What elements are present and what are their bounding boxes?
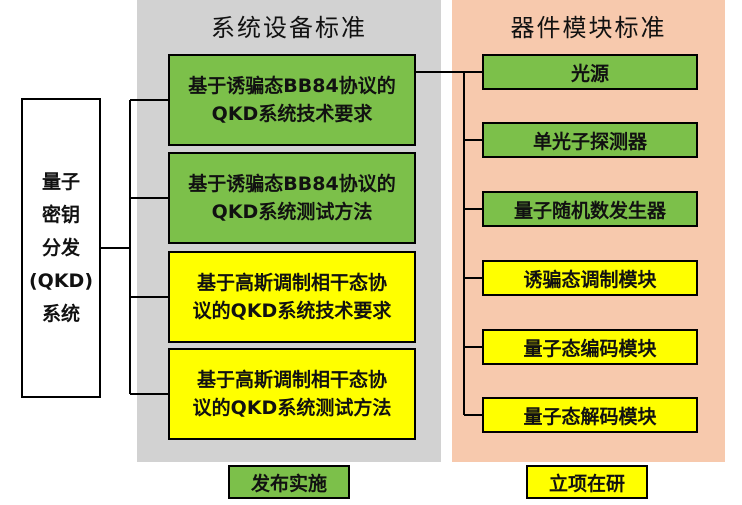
component-box-single-photon-detector: 单光子探测器 [482,122,698,158]
legend-published: 发布实施 [228,465,350,499]
component-panel-title: 器件模块标准 [510,14,667,42]
system-panel-title: 系统设备标准 [211,14,367,42]
component-box-state-encoding: 量子态编码模块 [482,329,698,365]
qkd-system-box: 量子 密钥 分发 (QKD) 系统 [21,98,101,398]
legend-in-progress: 立项在研 [526,465,648,499]
standard-box-bb84-tech-requirements: 基于诱骗态BB84协议的 QKD系统技术要求 [168,54,416,146]
standard-box-gaussian-test-methods: 基于高斯调制相干态协 议的QKD系统测试方法 [168,348,416,440]
standard-box-gaussian-tech-requirements: 基于高斯调制相干态协 议的QKD系统技术要求 [168,251,416,343]
component-box-light-source: 光源 [482,54,698,90]
standard-box-bb84-test-methods: 基于诱骗态BB84协议的 QKD系统测试方法 [168,152,416,244]
component-box-qrng: 量子随机数发生器 [482,191,698,227]
component-box-decoy-modulation: 诱骗态调制模块 [482,260,698,296]
component-box-state-decoding: 量子态解码模块 [482,397,698,433]
